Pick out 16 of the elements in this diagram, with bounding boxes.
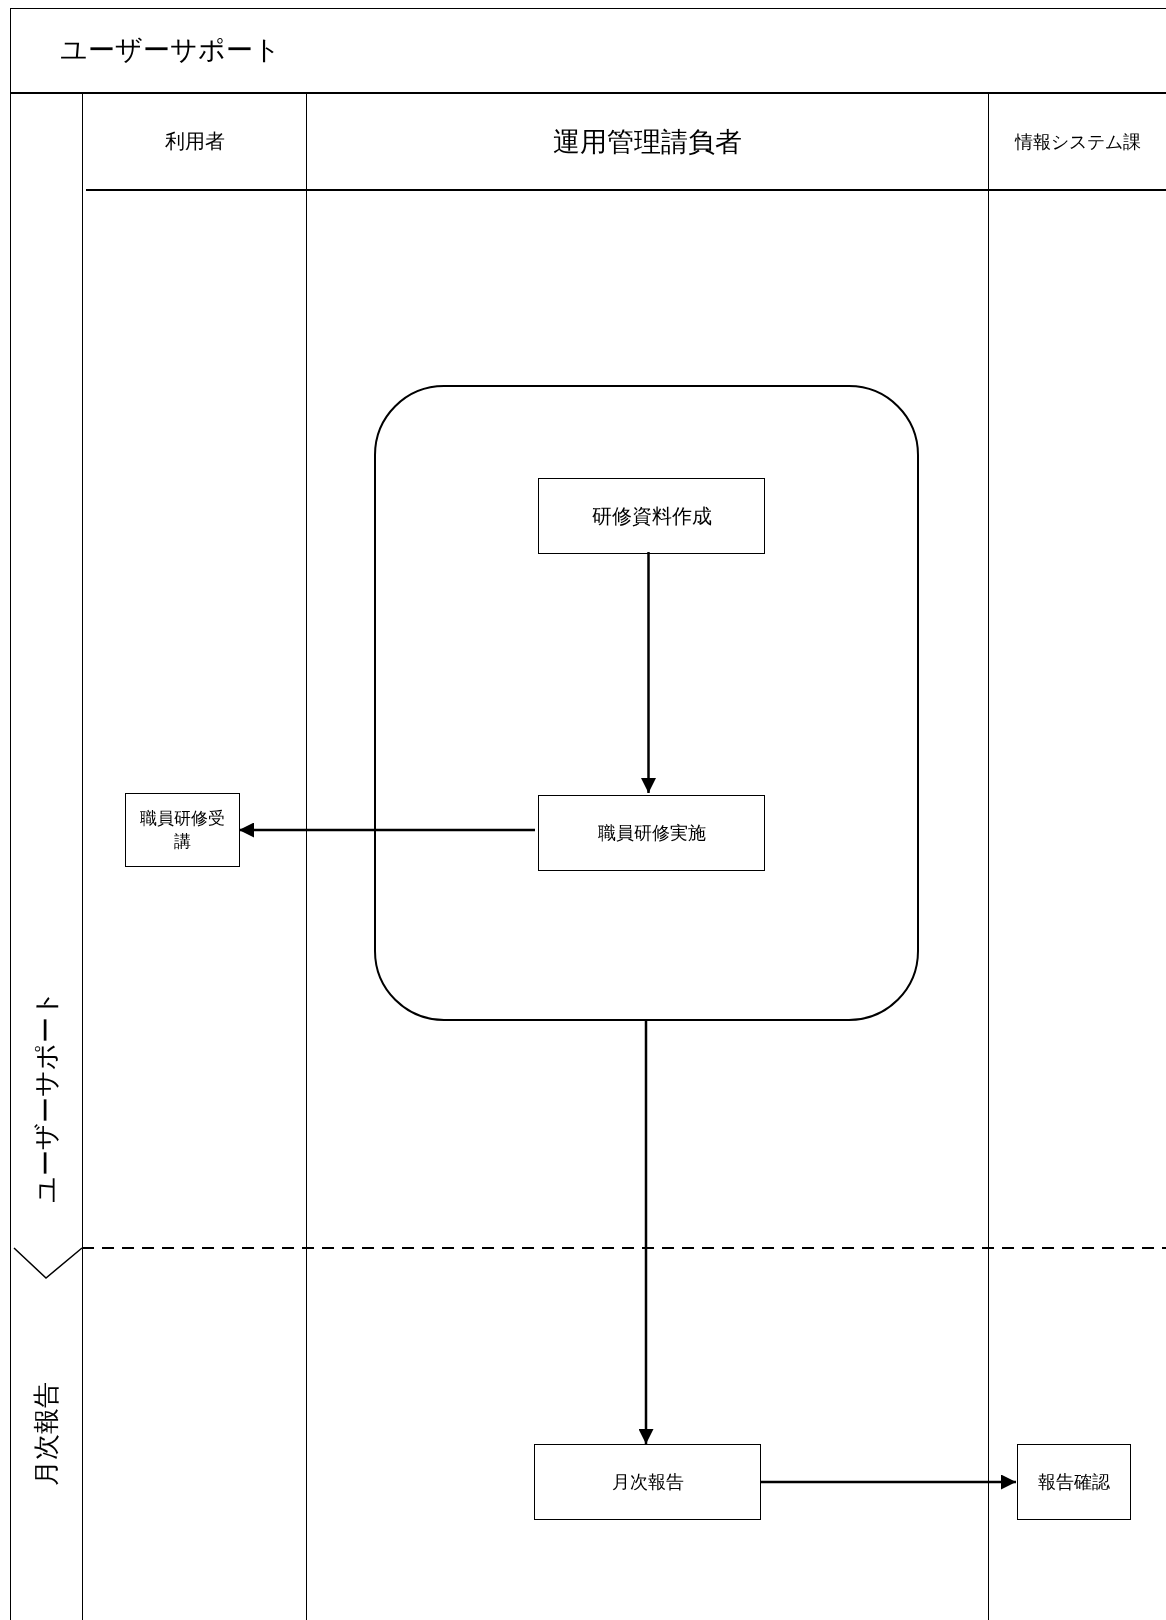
arrow <box>239 822 535 838</box>
diagram-title: ユーザーサポート <box>60 33 281 67</box>
lane-header: 運用管理請負者 <box>553 124 742 159</box>
process-box: 報告確認 <box>1017 1444 1131 1520</box>
process-box: 研修資料作成 <box>538 478 765 554</box>
process-box: 職員研修受講 <box>125 793 240 867</box>
process-box: 職員研修実施 <box>538 795 765 871</box>
arrow <box>641 552 656 793</box>
lane-header: 利用者 <box>164 128 225 155</box>
arrow <box>760 1474 1016 1490</box>
arrow <box>638 1021 654 1444</box>
phase-label: ユーザーサポート <box>29 990 62 1203</box>
process-box: 月次報告 <box>534 1444 761 1520</box>
phase-label: 月次報告 <box>29 1382 62 1486</box>
rounded-group-box <box>374 385 919 1021</box>
lane-header: 情報システム課 <box>1014 129 1141 154</box>
